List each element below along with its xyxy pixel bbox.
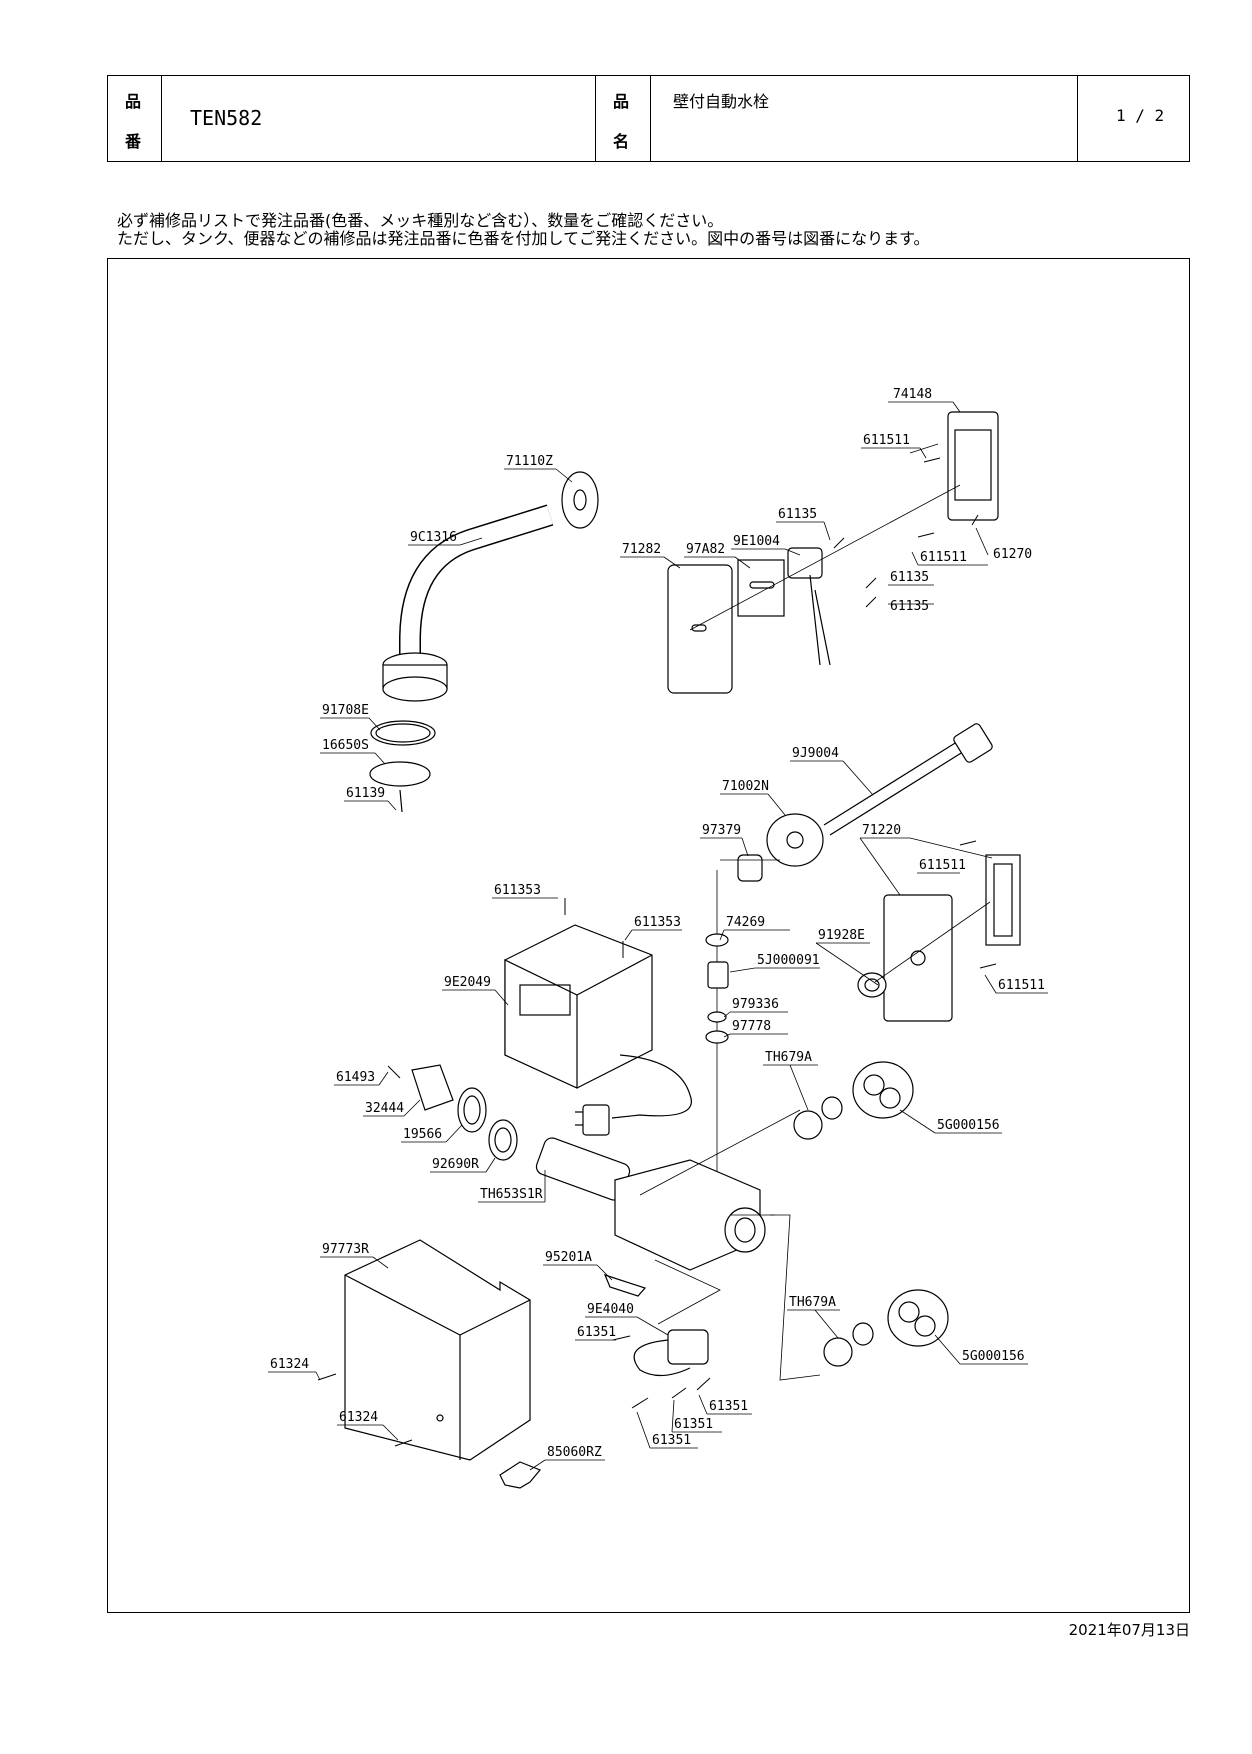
part-no-cell: TEN582 xyxy=(162,76,596,161)
part-label-92690R: 92690R xyxy=(432,1157,479,1172)
part-no-label-cell: 品 番 xyxy=(108,76,162,161)
part-label-611353: 611353 xyxy=(494,883,541,898)
product-name: 壁付自動水栓 xyxy=(673,92,770,111)
part-label-611511: 611511 xyxy=(920,550,967,565)
part-label-5G000156: 5G000156 xyxy=(962,1349,1025,1364)
part-label-74148: 74148 xyxy=(893,387,932,402)
name-label-1: 品 xyxy=(613,92,630,111)
part-label-97773R: 97773R xyxy=(322,1242,369,1257)
part-label-16650S: 16650S xyxy=(322,738,369,753)
part-label-71002N: 71002N xyxy=(722,779,769,794)
part-label-611511: 611511 xyxy=(998,978,1045,993)
note-line-1: 必ず補修品リストで発注品番(色番、メッキ種別など含む）、数量をご確認ください。 xyxy=(117,211,724,230)
part-label-61139: 61139 xyxy=(346,786,385,801)
part-label-91708E: 91708E xyxy=(322,703,369,718)
part-label-61324: 61324 xyxy=(270,1357,309,1372)
product-name-cell: 壁付自動水栓 xyxy=(651,76,1078,161)
page-number: 1 / 2 xyxy=(1116,106,1165,125)
part-label-19566: 19566 xyxy=(403,1127,442,1142)
name-label-cell: 品 名 xyxy=(596,76,651,161)
part-no-label-2: 番 xyxy=(125,132,142,151)
part-label-71110Z: 71110Z xyxy=(506,454,553,469)
part-label-9C1316: 9C1316 xyxy=(410,530,457,545)
part-label-61351: 61351 xyxy=(674,1417,713,1432)
part-label-71220: 71220 xyxy=(862,823,901,838)
part-label-611511: 611511 xyxy=(863,433,910,448)
header-table: 品 番 TEN582 品 名 壁付自動水栓 1 / 2 xyxy=(107,75,1190,162)
part-no-label-1: 品 xyxy=(125,92,142,111)
part-label-9E1004: 9E1004 xyxy=(733,534,780,549)
diagram-frame xyxy=(107,258,1190,1613)
part-label-85060RZ: 85060RZ xyxy=(547,1445,602,1460)
part-label-61493: 61493 xyxy=(336,1070,375,1085)
part-label-5J000091: 5J000091 xyxy=(757,953,820,968)
part-label-9E4040: 9E4040 xyxy=(587,1302,634,1317)
part-label-61135: 61135 xyxy=(778,507,817,522)
part-label-61351: 61351 xyxy=(709,1399,748,1414)
part-label-32444: 32444 xyxy=(365,1101,404,1116)
part-label-95201A: 95201A xyxy=(545,1250,592,1265)
part-label-61270: 61270 xyxy=(993,547,1032,562)
part-label-979336: 979336 xyxy=(732,997,779,1012)
part-label-61351: 61351 xyxy=(652,1433,691,1448)
part-label-611353: 611353 xyxy=(634,915,681,930)
note-line-2: ただし、タンク、便器などの補修品は発注品番に色番を付加してご発注ください。図中の… xyxy=(117,229,930,248)
part-label-61351: 61351 xyxy=(577,1325,616,1340)
part-label-97A82: 97A82 xyxy=(686,542,725,557)
part-label-611511: 611511 xyxy=(919,858,966,873)
part-label-74269: 74269 xyxy=(726,915,765,930)
part-label-5G000156: 5G000156 xyxy=(937,1118,1000,1133)
page-cell: 1 / 2 xyxy=(1078,76,1189,161)
part-label-61324: 61324 xyxy=(339,1410,378,1425)
part-label-9J9004: 9J9004 xyxy=(792,746,839,761)
part-label-91928E: 91928E xyxy=(818,928,865,943)
part-label-TH653S1R: TH653S1R xyxy=(480,1187,543,1202)
part-label-9E2049: 9E2049 xyxy=(444,975,491,990)
part-no: TEN582 xyxy=(190,106,263,130)
part-label-97778: 97778 xyxy=(732,1019,771,1034)
part-label-71282: 71282 xyxy=(622,542,661,557)
part-label-97379: 97379 xyxy=(702,823,741,838)
part-label-61135: 61135 xyxy=(890,599,929,614)
part-label-TH679A: TH679A xyxy=(789,1295,836,1310)
issue-date: 2021年07月13日 xyxy=(1068,1621,1190,1639)
part-label-TH679A: TH679A xyxy=(765,1050,812,1065)
part-label-61135: 61135 xyxy=(890,570,929,585)
name-label-2: 名 xyxy=(613,132,630,151)
